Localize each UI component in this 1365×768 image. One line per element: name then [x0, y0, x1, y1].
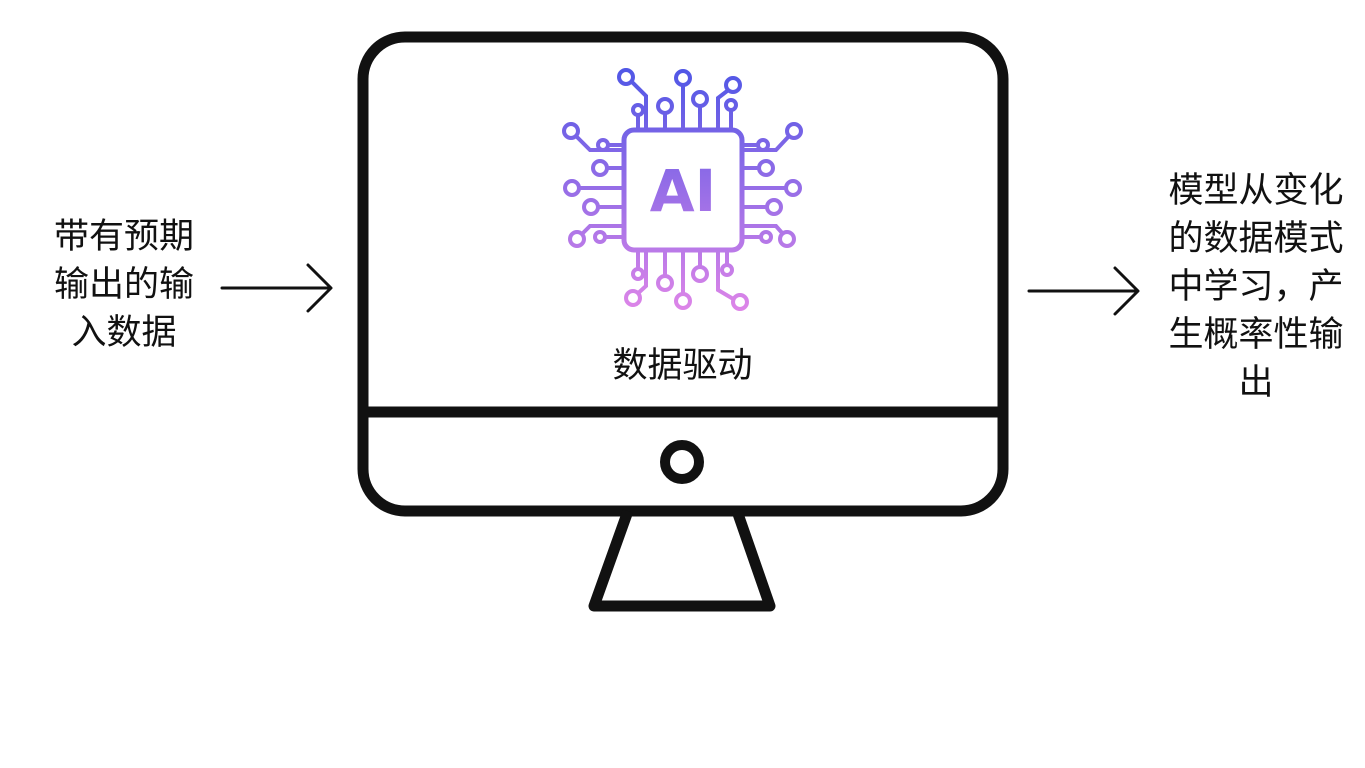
arrow-right-icon [220, 263, 333, 313]
monitor-body [357, 31, 1009, 517]
chip-right-pins [740, 122, 803, 248]
monitor-power-button [660, 440, 704, 484]
output-description: 模型从变化的数据模式中学习，产生概率性输出 [1168, 171, 1344, 403]
chip-body [621, 127, 745, 253]
chip-top-pins [617, 68, 742, 132]
chip-bottom-pins [624, 248, 749, 311]
monitor-stand [588, 509, 776, 612]
computer-monitor-icon [357, 31, 1009, 612]
arrow-right-icon [1027, 266, 1140, 316]
input-description: 带有预期输出的输入数据 [53, 217, 194, 353]
center-caption: 数据驱动 [612, 346, 753, 386]
ai-chip-icon [562, 68, 803, 311]
chip-left-pins [562, 122, 626, 248]
chip-label: AI [650, 157, 716, 225]
